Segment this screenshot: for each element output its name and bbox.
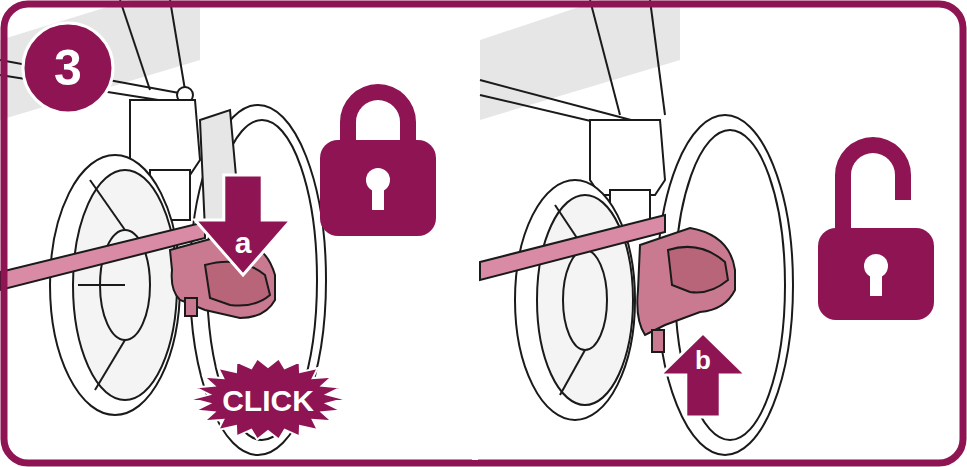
step-arrow: b <box>660 333 746 417</box>
click-burst: CLICK <box>192 358 344 440</box>
step-arrow-shape <box>660 333 746 417</box>
locked-icon <box>320 84 436 236</box>
unlocked-icon <box>818 137 934 320</box>
step-arrow-shape <box>195 175 291 275</box>
step-arrow: a <box>195 175 291 275</box>
label-text: CLICK <box>222 386 314 416</box>
label-text: 3 <box>54 43 82 93</box>
label-text: b <box>695 347 711 373</box>
label-text: a <box>235 228 252 258</box>
step-number: 3 <box>22 22 114 114</box>
frame <box>4 4 963 463</box>
